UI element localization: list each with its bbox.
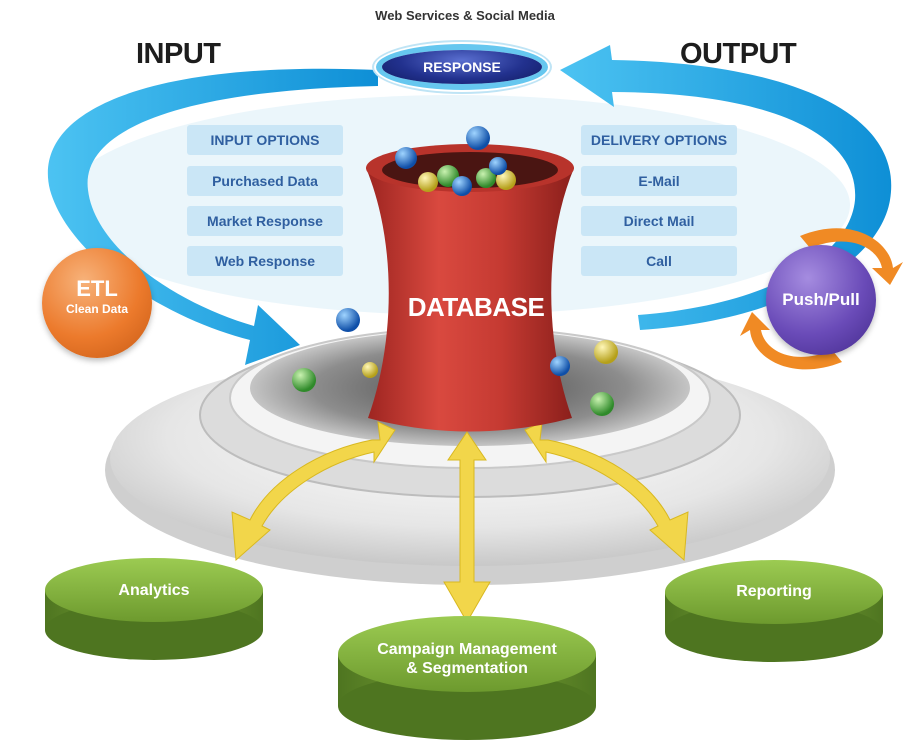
- database-label: DATABASE: [407, 292, 545, 322]
- ball: [336, 308, 360, 332]
- reporting-cylinder: [665, 560, 883, 662]
- push-pull-arrow-top: [800, 228, 903, 285]
- campaign-cylinder-top: [338, 616, 596, 692]
- analytics-cylinder: [45, 558, 263, 660]
- input-heading: INPUT: [136, 38, 221, 70]
- input-option-web-response: Web Response: [187, 246, 343, 276]
- connector-arrow-reporting: [524, 421, 689, 562]
- ball: [594, 340, 618, 364]
- reporting-cylinder-top: [665, 560, 883, 624]
- input-options-header: INPUT OPTIONS: [187, 125, 343, 155]
- response-pill: RESPONSE: [382, 50, 542, 84]
- ball: [476, 168, 496, 188]
- delivery-option-direct-mail: Direct Mail: [581, 206, 737, 236]
- etl-subtitle: Clean Data: [65, 302, 129, 316]
- etl-circle: ETL Clean Data: [42, 248, 152, 358]
- delivery-option-call: Call: [581, 246, 737, 276]
- ball: [292, 368, 316, 392]
- campaign-label-line-2: & Segmentation: [406, 660, 528, 677]
- push-pull-circle: Push/Pull: [766, 245, 876, 355]
- analytics-cylinder-top: [45, 558, 263, 622]
- push-pull-arrow-bottom: [740, 312, 842, 370]
- ball: [452, 176, 472, 196]
- etl-title: ETL: [76, 276, 118, 301]
- database-body: [366, 168, 574, 432]
- ball: [489, 157, 507, 175]
- ball: [550, 356, 570, 376]
- data-balls: [292, 126, 618, 416]
- delivery-option-email: E-Mail: [581, 166, 737, 196]
- analytics-label: Analytics: [118, 582, 190, 599]
- ball: [418, 172, 438, 192]
- web-services-caption: Web Services & Social Media: [375, 8, 555, 23]
- output-heading: OUTPUT: [680, 38, 797, 70]
- reporting-label: Reporting: [736, 583, 812, 600]
- input-option-market-response: Market Response: [187, 206, 343, 236]
- campaign-label-line-1: Campaign Management: [377, 641, 557, 658]
- campaign-cylinder-bottom: [338, 672, 596, 740]
- ball: [395, 147, 417, 169]
- campaign-cylinder: [338, 616, 596, 740]
- ball: [362, 362, 378, 378]
- ball: [590, 392, 614, 416]
- delivery-options-header: DELIVERY OPTIONS: [581, 125, 737, 155]
- campaign-label: Campaign Management & Segmentation: [342, 640, 592, 678]
- input-option-purchased-data: Purchased Data: [187, 166, 343, 196]
- connector-arrow-analytics: [231, 421, 396, 562]
- ball: [466, 126, 490, 150]
- output-arc-arrow: [560, 45, 892, 330]
- ball: [496, 170, 516, 190]
